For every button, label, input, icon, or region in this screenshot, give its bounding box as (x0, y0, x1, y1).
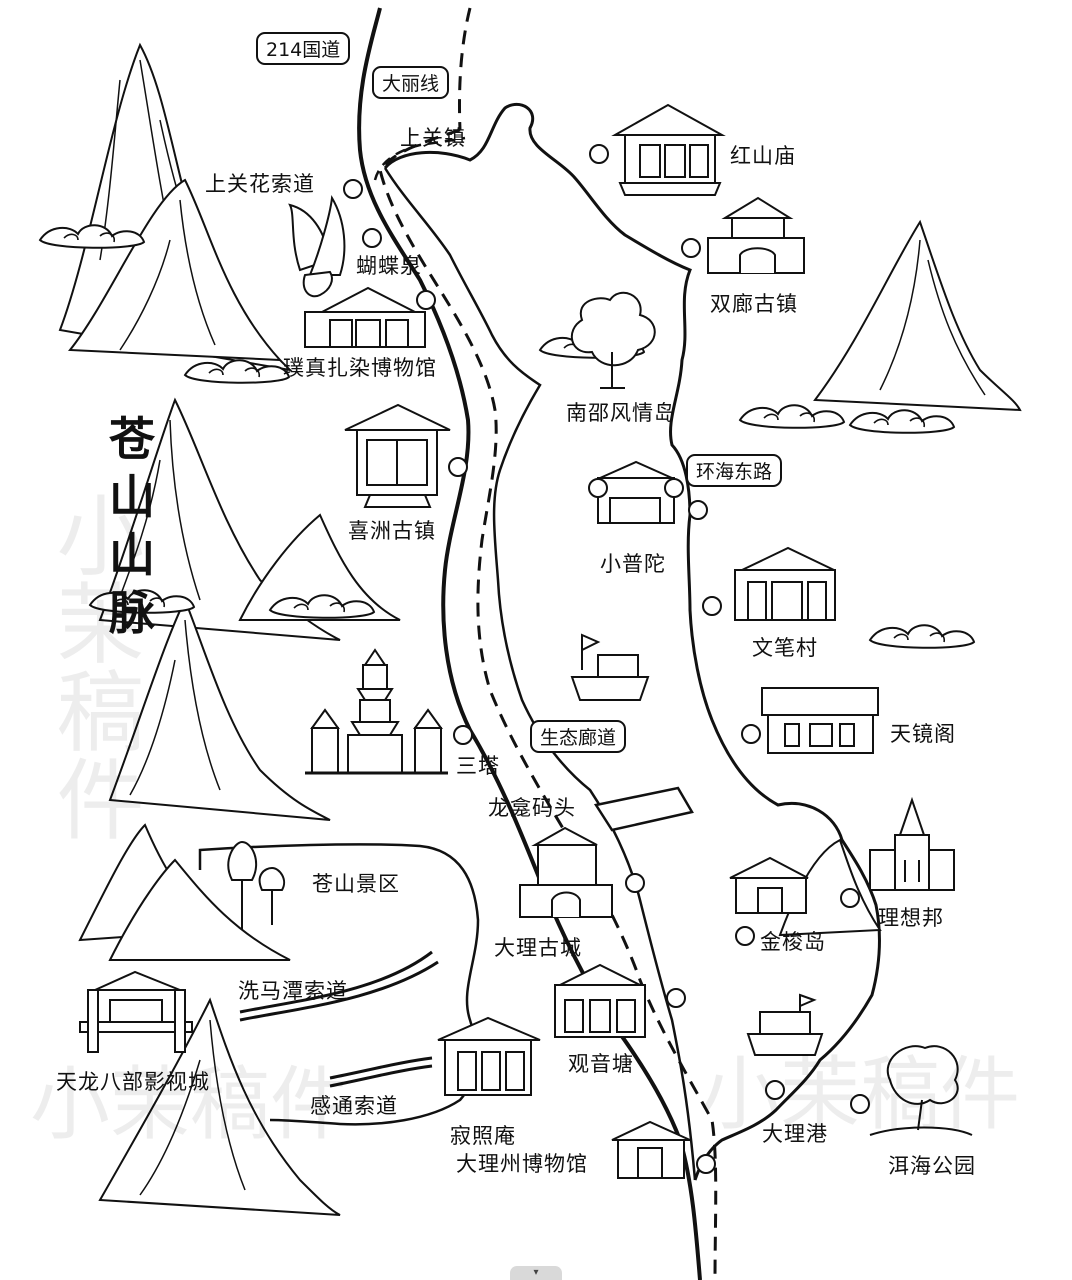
location-dot[interactable] (343, 179, 363, 199)
watermark-bottom-right: 小茉稿件 (700, 1030, 1020, 1146)
location-dot[interactable] (448, 457, 468, 477)
label-dali-port[interactable]: 大理港 (762, 1122, 828, 1146)
label-guanyin-pond[interactable]: 观音塘 (568, 1052, 634, 1076)
label-xiaoputuo[interactable]: 小普陀 (600, 552, 666, 576)
cangshan-scenic-road (198, 843, 480, 1126)
location-dot[interactable] (702, 596, 722, 616)
temple-icon (79, 103, 879, 1179)
cangshan-range-title: 苍山山脉 (109, 412, 155, 640)
location-dot[interactable] (741, 724, 761, 744)
rail-dali-line-tag: 大丽线 (372, 66, 450, 99)
label-longkan-pier[interactable]: 龙龛码头 (488, 796, 576, 820)
label-xizhou[interactable]: 喜洲古镇 (348, 519, 436, 543)
location-dot[interactable] (666, 988, 686, 1008)
erhai-lake-west-shore (383, 167, 697, 1181)
erhai-lake-outline (383, 102, 881, 1181)
label-nanzhao-island[interactable]: 南邵风情岛 (566, 401, 676, 425)
label-shangguan[interactable]: 上关镇 (400, 126, 466, 150)
gate-icon (94, 970, 181, 991)
label-tianjing-pavilion[interactable]: 天镜阁 (890, 722, 956, 746)
watermark-vertical: 小茉稿件 (42, 490, 145, 842)
location-dot[interactable] (850, 1094, 870, 1114)
gantong-cableway-line (329, 1056, 433, 1088)
location-dot[interactable] (416, 290, 436, 310)
location-dot[interactable] (735, 926, 755, 946)
boat-icon (570, 633, 824, 1056)
pier-icon (593, 786, 694, 832)
label-butterfly-spring[interactable]: 蝴蝶泉 (356, 254, 422, 278)
label-tie-dye-museum[interactable]: 璞真扎染博物馆 (283, 356, 437, 380)
label-jizhao-temple[interactable]: 寂照庵 (450, 1124, 516, 1148)
location-dot[interactable] (625, 873, 645, 893)
pagoda-icon (305, 648, 448, 775)
mountain-icon (58, 42, 401, 1216)
road-214-tag: 214国道 (256, 32, 351, 65)
xima-cableway-line (239, 950, 439, 1022)
eco-corridor-tag: 生态廊道 (530, 720, 627, 753)
church-icon (869, 796, 955, 891)
label-three-pagodas[interactable]: 三塔 (456, 754, 500, 778)
label-dali-museum[interactable]: 大理州博物馆 (456, 1152, 588, 1176)
label-erhai-park[interactable]: 洱海公园 (888, 1154, 976, 1178)
butterfly-icon (288, 194, 346, 298)
tree-icon (227, 291, 973, 1136)
location-dot[interactable] (453, 725, 473, 745)
location-dot[interactable] (589, 144, 609, 164)
scroll-handle[interactable]: ▾ (510, 1266, 562, 1280)
location-dot[interactable] (765, 1080, 785, 1100)
rail-dali-line (378, 7, 718, 1280)
location-dot[interactable] (362, 228, 382, 248)
label-shangguan-flower-cableway[interactable]: 上关花索道 (205, 172, 315, 196)
east-ring-road-tag: 环海东路 (686, 454, 783, 487)
label-ideal-state[interactable]: 理想邦 (878, 906, 944, 930)
label-cangshan-scenic[interactable]: 苍山景区 (312, 872, 400, 896)
shangguan-road (373, 136, 466, 181)
label-wenbi-village[interactable]: 文笔村 (752, 636, 818, 660)
label-hongshan-temple[interactable]: 红山庙 (730, 144, 796, 168)
road-214 (357, 7, 702, 1280)
label-tianlong[interactable]: 天龙八部影视城 (56, 1070, 210, 1094)
location-dot[interactable] (696, 1154, 716, 1174)
label-dali-old-town[interactable]: 大理古城 (494, 936, 582, 960)
label-xima-cableway[interactable]: 洗马潭索道 (238, 979, 348, 1003)
label-shuanglang[interactable]: 双廊古镇 (710, 292, 798, 316)
watermark-bottom-left: 小茉稿件 (30, 1058, 350, 1151)
location-dot[interactable] (688, 500, 708, 520)
label-gantong-cableway[interactable]: 感通索道 (310, 1094, 398, 1118)
label-jinsuo-island[interactable]: 金梭岛 (760, 930, 826, 954)
location-dot[interactable] (840, 888, 860, 908)
location-dot[interactable] (681, 238, 701, 258)
